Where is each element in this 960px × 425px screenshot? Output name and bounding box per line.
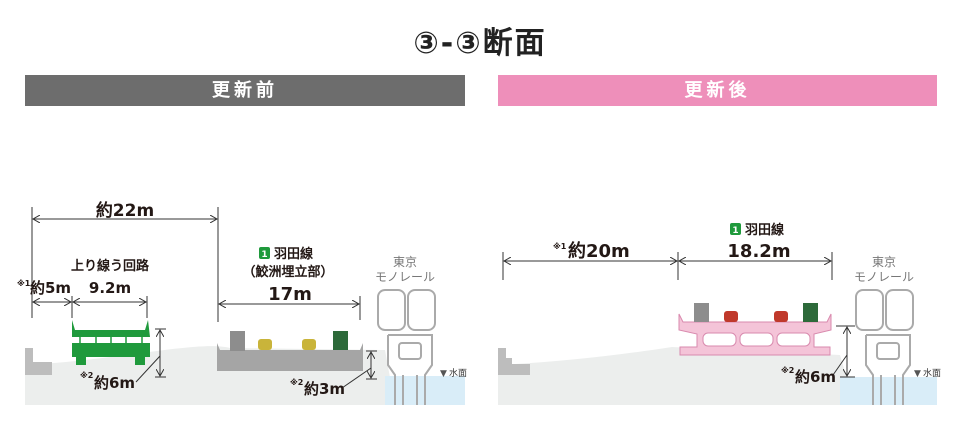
route-name: 羽田線 [745,222,785,238]
water-level-icon: ▼ [440,369,447,379]
route-badge-number: 1 [261,250,267,260]
monorail-label: 東京 [393,255,417,269]
note-mark: ※1 [17,278,31,288]
width-label: 17m [268,284,312,305]
width-label: 9.2m [89,279,131,297]
before-panel: ▼ 水面 東京 モノレール 約22m 上り線う回路 ※1 約5m 9.2m 1 … [17,200,467,405]
haneda-line-deck [217,343,363,371]
width-label: 約5m [30,279,71,297]
page-title: ③-③断面 [413,26,547,61]
car [302,339,316,350]
dimension-lines [502,252,855,378]
after-panel: ▼ 水面 東京 モノレール ※1 約20m 1 羽田線 18.2m ※2 約6m [498,222,941,405]
car [258,339,272,350]
note-mark: ※1 [553,241,567,251]
route-1-badge-icon [730,223,741,235]
car [774,311,788,322]
abutment [498,348,530,375]
note-mark: ※2 [80,370,93,380]
water-label: 水面 [449,367,467,379]
truck [333,331,348,350]
truck [230,331,245,351]
monorail [855,289,914,405]
monorail-label: 東京 [872,255,896,269]
truck [694,303,709,322]
height-label: 約6m [94,374,135,392]
width-label: 18.2m [727,241,790,262]
ground [498,347,855,405]
detour-bridge [72,320,150,365]
water [840,377,937,405]
route-1-badge-icon [259,247,270,259]
box-girder-cells [702,332,811,347]
dimension-lines [31,207,377,389]
abutment [25,348,52,375]
truck [803,303,818,322]
car [724,311,738,322]
height-label: 約3m [304,380,345,398]
total-width-label: 約22m [96,200,154,221]
monorail-label: モノレール [854,270,914,284]
detour-label: 上り線う回路 [71,258,150,274]
width-label: 約20m [568,240,630,262]
monorail-label: モノレール [375,270,435,284]
water-label: 水面 [923,367,941,379]
route-badge-number: 1 [732,226,738,236]
note-mark: ※2 [781,365,794,375]
water-level-icon: ▼ [914,369,921,379]
after-header: 更新後 [498,75,937,106]
note-mark: ※2 [290,377,303,387]
before-header: 更新前 [25,75,465,106]
route-name: 羽田線 [274,246,314,262]
monorail [377,289,436,405]
route-sub-label: （鮫洲埋立部） [242,264,333,280]
height-label: 約6m [795,368,836,386]
